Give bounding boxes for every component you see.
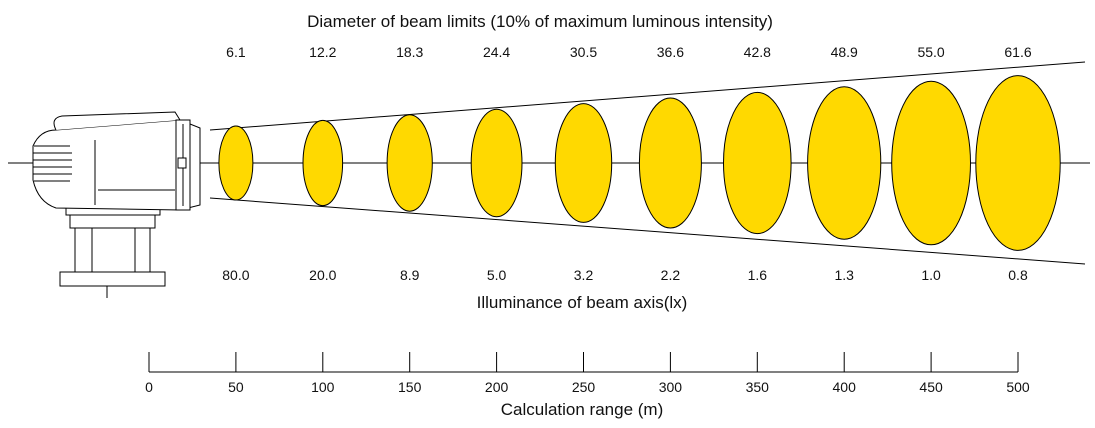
range-tick-label: 400 — [833, 379, 857, 395]
illuminance-label: 2.2 — [661, 267, 681, 283]
diameter-label: 61.6 — [1004, 44, 1031, 60]
illuminance-label: 3.2 — [574, 267, 594, 283]
diameter-label: 24.4 — [483, 44, 510, 60]
beam-ellipse — [554, 103, 613, 223]
illuminance-label: 8.9 — [400, 267, 420, 283]
range-tick-label: 450 — [919, 379, 943, 395]
range-tick-label: 200 — [485, 379, 509, 395]
beam-ellipse — [470, 108, 523, 218]
range-tick-label: 300 — [659, 379, 683, 395]
beam-ellipse — [638, 97, 702, 229]
diameter-label: 42.8 — [744, 44, 771, 60]
diameter-label: 6.1 — [226, 44, 246, 60]
range-tick-label: 0 — [145, 379, 153, 395]
range-tick-label: 100 — [311, 379, 335, 395]
diameter-labels: 6.1 12.2 18.3 24.4 30.5 36.6 42.8 48.9 55.0 61.6 — [226, 44, 1032, 60]
diameter-title: Diameter of beam limits (10% of maximum … — [307, 12, 773, 31]
diameter-label: 30.5 — [570, 44, 597, 60]
beam-ellipse — [807, 86, 882, 240]
illuminance-label: 0.8 — [1008, 267, 1028, 283]
diameter-label: 18.3 — [396, 44, 423, 60]
beam-limit-lower — [209, 197, 1086, 265]
illuminance-title: Illuminance of beam axis(lx) — [477, 293, 688, 312]
range-tick-label: 500 — [1006, 379, 1030, 395]
diameter-label: 36.6 — [657, 44, 684, 60]
illuminance-label: 80.0 — [222, 267, 249, 283]
illuminance-label: 1.6 — [748, 267, 768, 283]
beam-ellipse — [891, 80, 971, 246]
beam-limit-upper — [209, 61, 1086, 131]
beam-ellipse — [723, 91, 792, 235]
beam-ellipse — [302, 119, 344, 207]
diameter-label: 55.0 — [917, 44, 944, 60]
illuminance-label: 20.0 — [309, 267, 336, 283]
illuminance-label: 5.0 — [487, 267, 507, 283]
beam-ellipse — [218, 125, 254, 201]
range-title: Calculation range (m) — [501, 400, 664, 419]
range-tick-label: 50 — [228, 379, 244, 395]
illuminance-labels: 80.0 20.0 8.9 5.0 3.2 2.2 1.6 1.3 1.0 0.8 — [222, 267, 1028, 283]
diameter-label: 12.2 — [309, 44, 336, 60]
beam-cross-sections — [218, 75, 1061, 251]
range-tick-label: 350 — [746, 379, 770, 395]
illuminance-label: 1.3 — [834, 267, 854, 283]
range-tick-label: 150 — [398, 379, 422, 395]
beam-ellipse — [975, 75, 1061, 251]
illuminance-label: 1.0 — [921, 267, 941, 283]
range-scale: 0 50 100 150 200 250 300 350 400 450 500 — [145, 352, 1030, 395]
beam-ellipse — [386, 114, 433, 212]
diameter-label: 48.9 — [831, 44, 858, 60]
range-tick-label: 250 — [572, 379, 596, 395]
searchlight-icon — [32, 111, 201, 298]
